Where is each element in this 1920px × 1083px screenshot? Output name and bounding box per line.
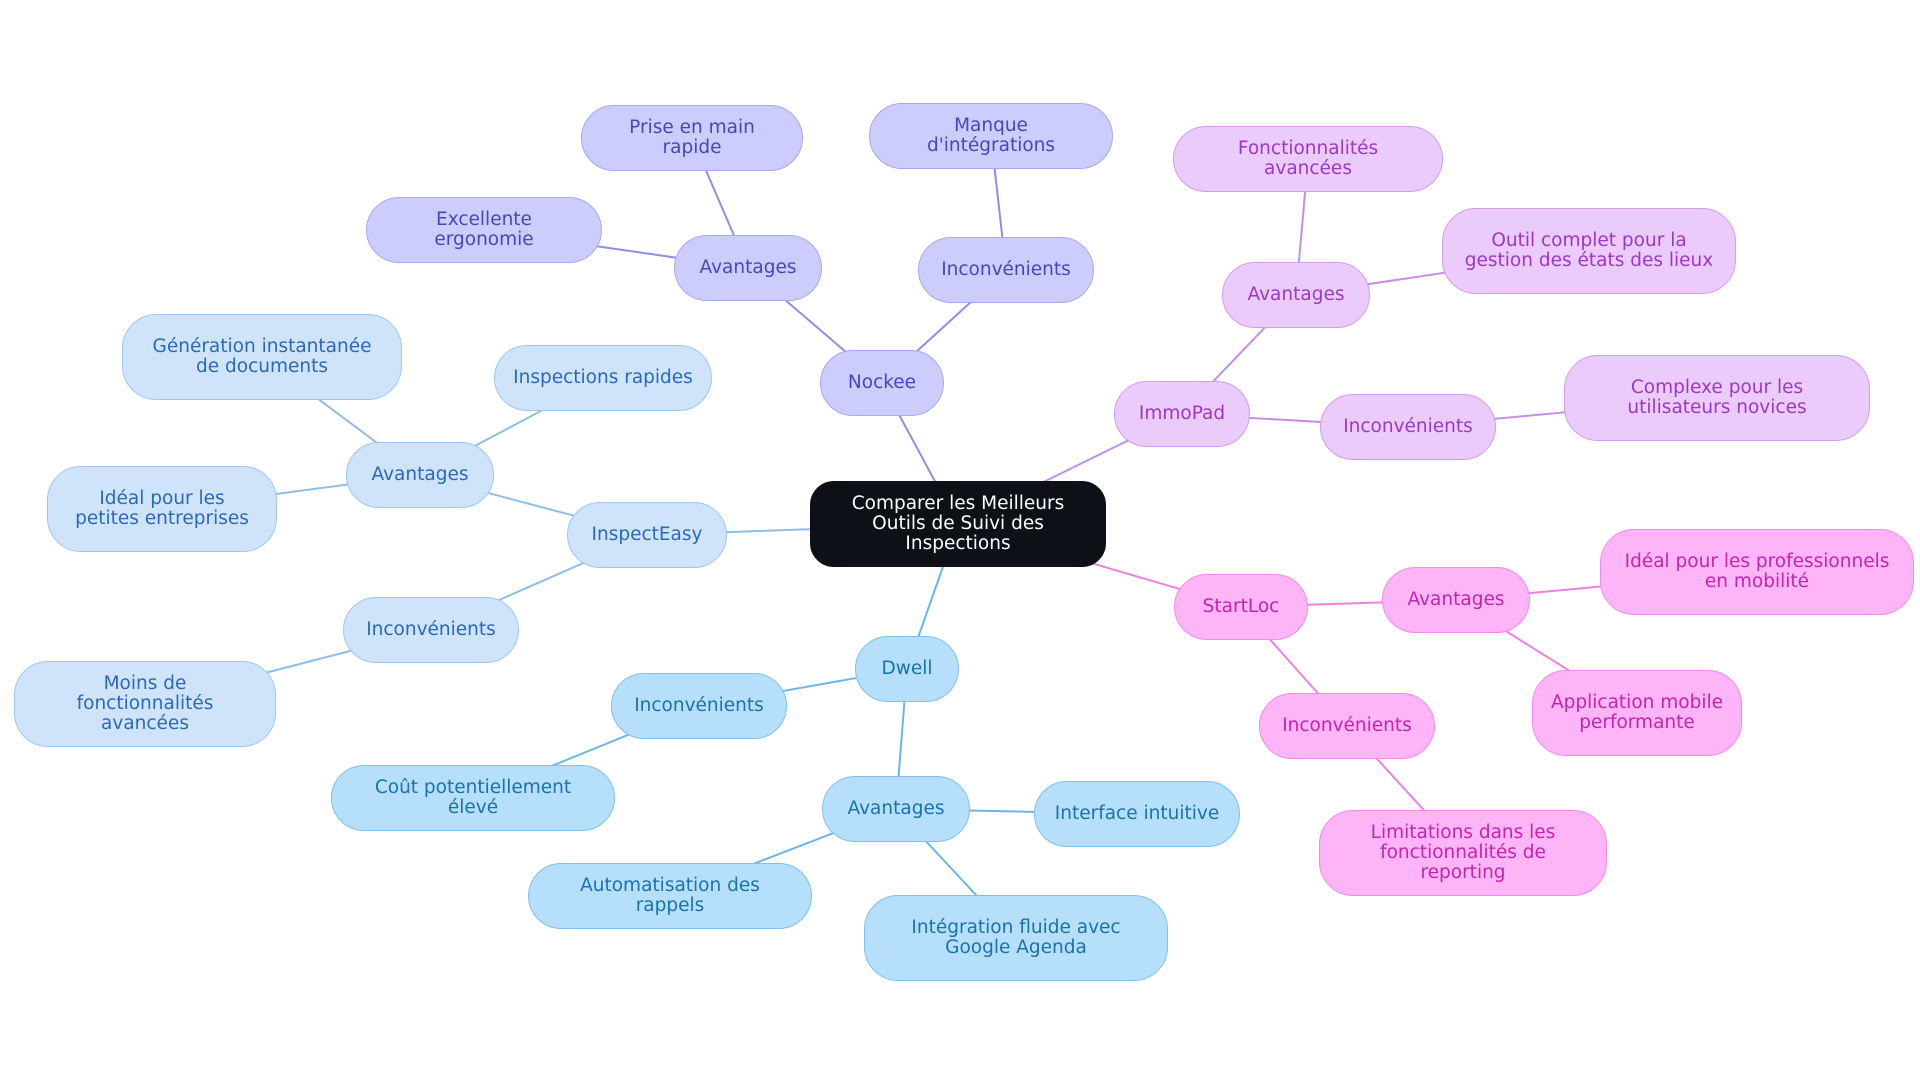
node-inspecteasy-petites-entreprises[interactable]: Idéal pour les petites entreprises (47, 466, 277, 552)
node-startloc-application[interactable]: Application mobile performante (1532, 670, 1742, 756)
node-immopad-avantages[interactable]: Avantages (1222, 262, 1370, 328)
node-inspecteasy-moins-fonctionnalites[interactable]: Moins de fonctionnalités avancées (14, 661, 276, 747)
node-immopad-fonctionnalites[interactable]: Fonctionnalités avancées (1173, 126, 1443, 192)
node-startloc-mobilite[interactable]: Idéal pour les professionnels en mobilit… (1600, 529, 1914, 615)
node-nockee-inconvenients[interactable]: Inconvénients (918, 237, 1094, 303)
node-dwell-rappels[interactable]: Automatisation des rappels (528, 863, 812, 929)
node-startloc-avantages[interactable]: Avantages (1382, 567, 1530, 633)
node-nockee-avantages[interactable]: Avantages (674, 235, 822, 301)
node-startloc-inconvenients[interactable]: Inconvénients (1259, 693, 1435, 759)
node-nockee-prise-en-main[interactable]: Prise en main rapide (581, 105, 803, 171)
node-nockee-ergonomie[interactable]: Excellente ergonomie (366, 197, 602, 263)
node-nockee-integrations[interactable]: Manque d'intégrations (869, 103, 1113, 169)
node-inspecteasy-avantages[interactable]: Avantages (346, 442, 494, 508)
node-dwell-interface[interactable]: Interface intuitive (1034, 781, 1240, 847)
node-inspecteasy-generation[interactable]: Génération instantanée de documents (122, 314, 402, 400)
node-dwell-inconvenients[interactable]: Inconvénients (611, 673, 787, 739)
node-immopad-outil-complet[interactable]: Outil complet pour la gestion des états … (1442, 208, 1736, 294)
node-inspecteasy-inconvenients[interactable]: Inconvénients (343, 597, 519, 663)
node-dwell-cout[interactable]: Coût potentiellement élevé (331, 765, 615, 831)
node-immopad-complexe[interactable]: Complexe pour les utilisateurs novices (1564, 355, 1870, 441)
node-startloc[interactable]: StartLoc (1174, 574, 1308, 640)
node-startloc-limitations[interactable]: Limitations dans les fonctionnalités de … (1319, 810, 1607, 896)
node-immopad[interactable]: ImmoPad (1114, 381, 1250, 447)
node-dwell-avantages[interactable]: Avantages (822, 776, 970, 842)
root-node[interactable]: Comparer les Meilleurs Outils de Suivi d… (810, 481, 1106, 567)
node-inspecteasy-rapides[interactable]: Inspections rapides (494, 345, 712, 411)
node-immopad-inconvenients[interactable]: Inconvénients (1320, 394, 1496, 460)
node-nockee[interactable]: Nockee (820, 350, 944, 416)
node-dwell-google-agenda[interactable]: Intégration fluide avec Google Agenda (864, 895, 1168, 981)
node-dwell[interactable]: Dwell (855, 636, 959, 702)
node-inspecteasy[interactable]: InspectEasy (567, 502, 727, 568)
